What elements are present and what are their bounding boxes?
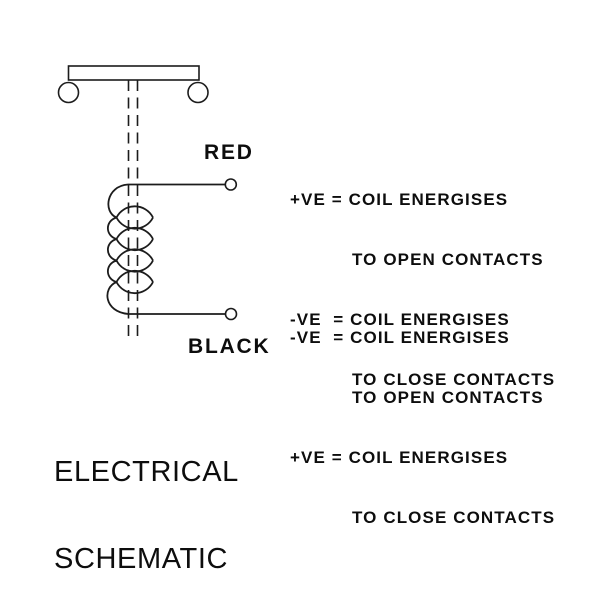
black-terminal xyxy=(224,307,238,321)
annotation-line: TO CLOSE CONTACTS xyxy=(352,370,556,389)
mounting-bracket-bar xyxy=(67,65,200,81)
polarity-note-top: +VE = COIL ENERGISES TO OPEN CONTACTS -V… xyxy=(290,150,555,430)
annotation-line: +VE = COIL ENERGISES xyxy=(290,190,509,209)
annotation-line: -VE = COIL ENERGISES xyxy=(290,328,510,347)
annotation-line: -VE = COIL ENERGISES xyxy=(290,310,510,329)
red-wire-label: RED xyxy=(204,141,254,164)
annotation-line: TO OPEN CONTACTS xyxy=(352,250,544,269)
annotation-line: TO CLOSE CONTACTS xyxy=(352,508,556,527)
red-terminal xyxy=(224,178,238,191)
polarity-note-bottom: -VE = COIL ENERGISES TO OPEN CONTACTS +V… xyxy=(290,288,555,568)
schematic-title: ELECTRICAL SCHEMATIC xyxy=(54,400,239,600)
coil-winding-icon xyxy=(106,183,154,315)
annotation-line: +VE = COIL ENERGISES xyxy=(290,448,509,467)
mounting-hole-right xyxy=(187,81,209,104)
schematic-title-line2: SCHEMATIC xyxy=(54,543,229,575)
mounting-hole-left xyxy=(57,81,80,104)
schematic-title-line1: ELECTRICAL xyxy=(54,456,239,488)
annotation-line: TO OPEN CONTACTS xyxy=(352,388,544,407)
black-wire-label: BLACK xyxy=(188,335,271,358)
